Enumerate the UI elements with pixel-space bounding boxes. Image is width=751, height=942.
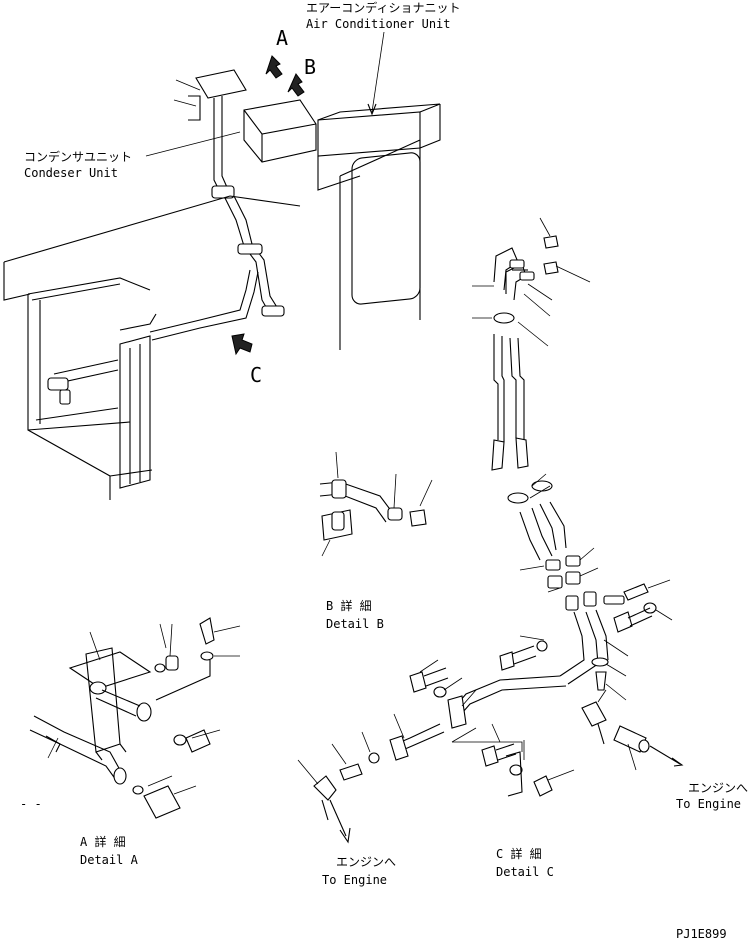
air-conditioner-label-jp: エアーコンディショナニット (306, 0, 460, 15)
to-engine-right-en: To Engine (676, 797, 741, 811)
condenser-leader (145, 131, 241, 157)
detail-c-label-jp: C 詳 細 (496, 846, 542, 861)
detail-c-drawing (297, 217, 684, 844)
air-conditioner-label-en: Air Conditioner Unit (306, 17, 451, 31)
drawing-code: PJ1E899 (676, 927, 727, 941)
main-hose-run (149, 96, 285, 341)
detail-a-drawing (29, 617, 241, 819)
air-conditioner-leader-arrow (367, 103, 377, 116)
air-conditioner-leader (371, 31, 385, 113)
radiator-assembly (3, 195, 301, 500)
to-engine-left-jp: エンジンへ (336, 855, 396, 869)
cab-structure (317, 103, 441, 350)
detail-b-drawing (319, 451, 433, 557)
detail-c-label-en: Detail C (496, 865, 554, 879)
callout-a: A (276, 26, 288, 50)
arrow-b-icon (287, 73, 305, 97)
arrow-a-icon (265, 55, 283, 79)
detail-b-label-jp: B 詳 細 (326, 598, 372, 613)
callout-c: C (250, 363, 262, 387)
dash-mark: - - (20, 797, 42, 811)
condenser-label-jp: コンデンサユニット (24, 149, 132, 164)
detail-a-label-jp: A 詳 細 (80, 834, 126, 849)
arrow-c-icon (231, 333, 253, 356)
detail-a-label-en: Detail A (80, 853, 139, 867)
detail-b-label-en: Detail B (326, 617, 384, 631)
callout-b: B (304, 55, 316, 79)
condenser-label-en: Condeser Unit (24, 166, 118, 180)
condenser-unit (173, 69, 317, 163)
to-engine-left-en: To Engine (322, 873, 387, 887)
to-engine-right-jp: エンジンへ (688, 781, 748, 795)
